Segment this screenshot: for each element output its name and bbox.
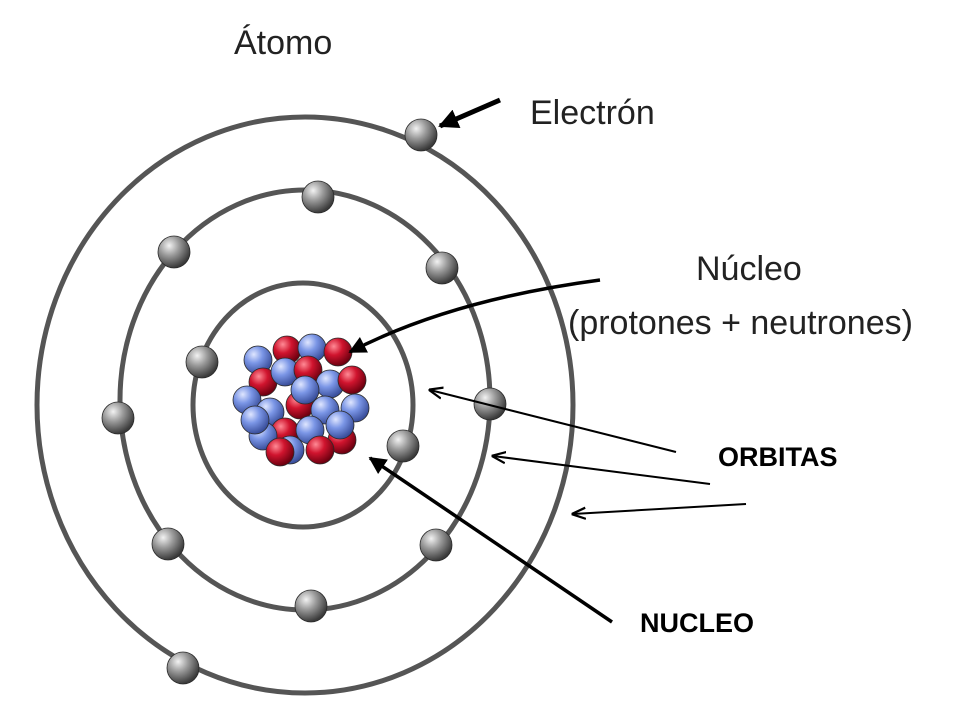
proton: [337, 365, 367, 395]
proton: [323, 337, 353, 367]
nucleus-cluster: [232, 333, 370, 467]
electron: [185, 345, 219, 379]
inner-orbit: [190, 280, 416, 530]
proton: [305, 435, 335, 465]
orbit-arrow-inner: [430, 390, 677, 453]
nucleus-caps-label: NUCLEO: [640, 608, 754, 638]
diagram-title: Átomo: [234, 24, 332, 62]
orbit-arrow-outer: [573, 503, 747, 514]
neutron: [325, 410, 355, 440]
electron: [101, 401, 135, 435]
nucleus-arrow: [348, 278, 601, 354]
electron: [404, 118, 438, 152]
electron: [301, 180, 335, 214]
electron: [419, 528, 453, 562]
orbit-arrow-middle: [493, 456, 711, 485]
electron: [386, 429, 420, 463]
outer-orbit: [34, 114, 576, 696]
neutron: [240, 405, 270, 435]
electron: [294, 589, 328, 623]
electrons: [101, 118, 507, 685]
electron: [151, 527, 185, 561]
electron: [425, 251, 459, 285]
orbits-label: ORBITAS: [718, 442, 838, 472]
electron-arrow: [438, 97, 501, 129]
nucleus-caps-arrow: [368, 456, 613, 624]
electron-label: Electrón: [530, 94, 655, 132]
nucleus-sublabel: (protones + neutrones): [568, 304, 913, 342]
electron: [166, 651, 200, 685]
proton: [265, 437, 295, 467]
electron: [473, 387, 507, 421]
electron: [157, 235, 191, 269]
nucleus-label: Núcleo: [696, 250, 802, 288]
neutron: [290, 375, 320, 405]
